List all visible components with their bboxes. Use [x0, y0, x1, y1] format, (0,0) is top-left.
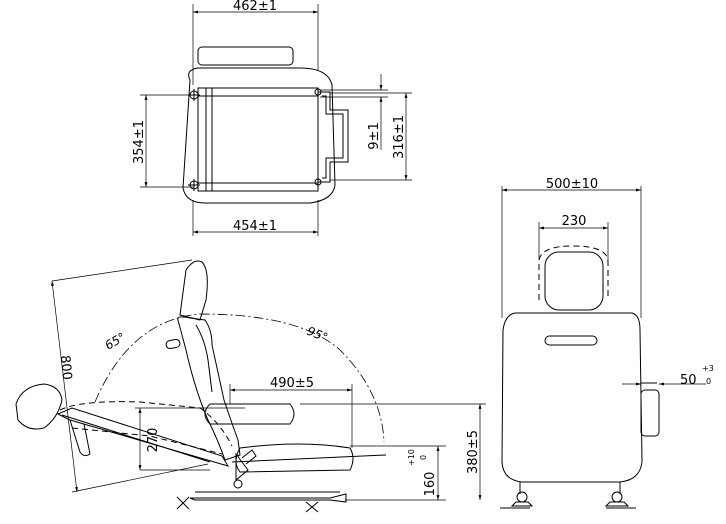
legrest — [56, 407, 230, 467]
angle-recline-forward: 65° — [103, 330, 128, 353]
headrest-dashed-outline — [538, 245, 609, 300]
armrest-knob — [640, 389, 660, 437]
dim-inner-width-top: 454±1 — [233, 219, 277, 234]
side-view: 800 65° 95° 490±5 270 — [15, 259, 486, 513]
headrest-side — [179, 260, 208, 321]
dim-overall-width-top: 462±1 — [233, 0, 277, 14]
reclined-headrest — [15, 383, 63, 430]
tol-armrest-lower: 0 — [706, 377, 711, 386]
tol-armrest-upper: +3 — [702, 364, 714, 373]
angle-recline-back: 95° — [305, 324, 330, 345]
headrest-front — [544, 251, 604, 311]
armrest-side — [204, 403, 295, 425]
backrest-side — [177, 316, 241, 461]
dim-overall-width-front: 500±10 — [546, 177, 598, 192]
top-view: 462±1 354±1 454±1 — [132, 0, 412, 236]
dim-slide-height: 160 — [423, 472, 438, 497]
dim-armrest-length: 490±5 — [270, 376, 314, 391]
dim-armrest-offset: 50 — [680, 373, 697, 388]
reclined-backrest-dashed — [59, 401, 233, 447]
tol-slide-upper: +10 — [407, 449, 416, 466]
cushion-outline-top — [182, 67, 336, 204]
slider-base — [189, 493, 347, 503]
dim-offset-top: 9±1 — [367, 122, 382, 149]
tol-slide-lower: 0 — [419, 455, 428, 460]
recline-arc — [94, 313, 385, 443]
dim-legrest-length: 270 — [146, 428, 161, 453]
dim-depth-top: 354±1 — [132, 120, 147, 164]
dim-headrest-width: 230 — [562, 214, 587, 229]
dim-backrest-length: 800 — [57, 355, 75, 381]
dim-seat-height: 380±5 — [466, 430, 481, 474]
front-view: 500±10 230 50 +3 0 — [500, 177, 714, 509]
dim-rail-width-top: 316±1 — [392, 115, 407, 159]
backrest-front — [501, 312, 643, 483]
top-pad-shape — [197, 46, 294, 66]
